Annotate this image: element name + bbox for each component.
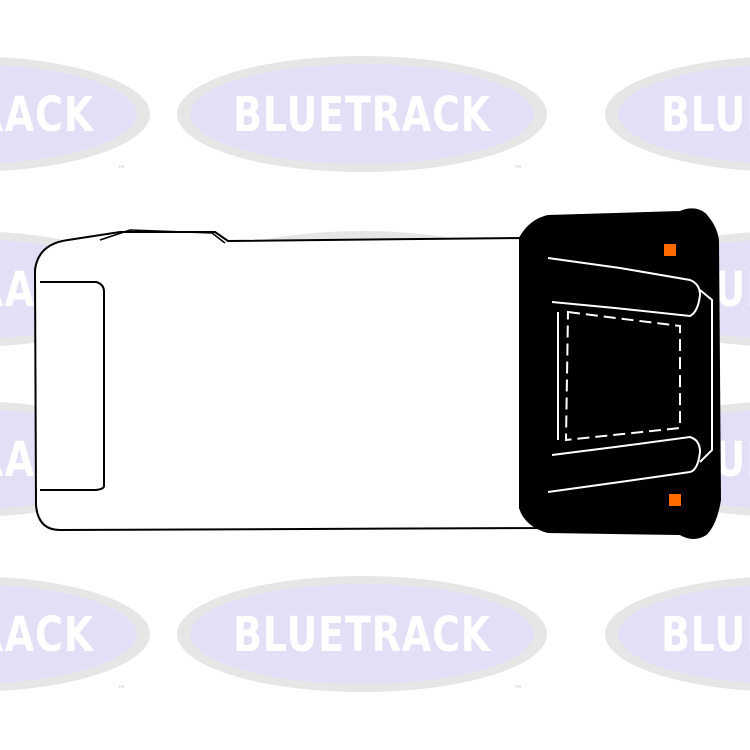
watermark-text: BLUETRACK [233,87,492,143]
watermark-trademark: ™ [117,685,126,695]
watermark-logo: BLUETRACK ™ [177,56,547,175]
cargo-body [33,231,548,532]
watermark-text: BLUETRACK [0,87,95,143]
watermark-oval [618,585,750,683]
watermark-logo: BLUETRACK ™ [177,576,547,695]
watermark-trademark: ™ [514,165,523,175]
watermark-text: BLUETRACK [233,607,492,663]
watermark-text: BLUETRACK [661,87,750,143]
watermark-logo: BLUETRACK ™ [0,57,150,175]
watermark-oval [0,65,137,163]
vehicle-top-view [33,208,722,539]
rear-door-panel [40,281,105,491]
watermark-trademark: ™ [514,685,523,695]
cab-lines [547,257,713,493]
watermark-text: BLUETRACK [0,607,95,663]
cab [519,208,722,539]
marker-light-top [664,244,676,256]
watermark-oval [190,584,534,684]
roof-rail [99,229,226,244]
marker-light-bottom [669,494,681,506]
watermark-oval [190,64,534,164]
watermark-oval [618,65,750,163]
watermark-text: BLUETRACK [661,607,750,663]
watermark-logo: BLUETRACK ™ [0,577,150,695]
watermark-trademark: ™ [117,165,126,175]
watermark-oval [0,585,137,683]
